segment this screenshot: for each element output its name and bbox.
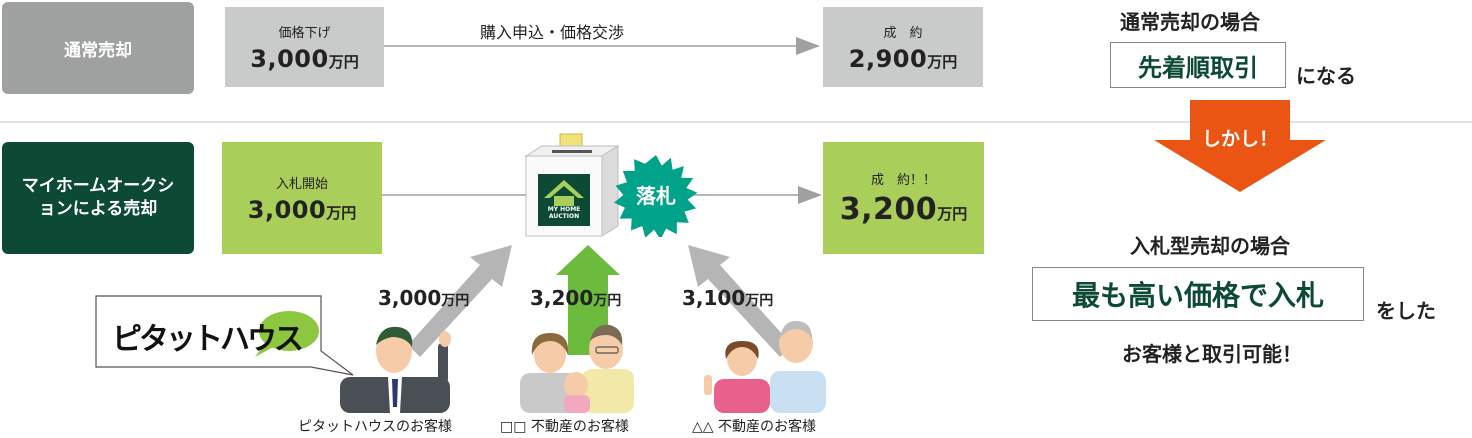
normal-end-caption: 成 約	[883, 25, 923, 41]
family-icon	[520, 324, 634, 413]
normal-start-caption: 価格下げ	[278, 25, 331, 41]
normal-flow-text: 購入申込・価格交渉	[480, 23, 625, 42]
bid-price-3-unit: 万円	[745, 293, 774, 309]
auction-sale-label: マイホームオークションによる売却	[2, 142, 194, 254]
bubble-logo-text: ピタットハウス	[112, 322, 304, 357]
senior-couple-icon	[704, 321, 826, 413]
auction-start-price-box: 入札開始 3,000万円	[222, 142, 382, 254]
ballot-box-icon	[524, 133, 620, 237]
normal-end-unit: 万円	[927, 52, 958, 71]
customer-caption-1: ピタットハウスのお客様	[298, 419, 452, 435]
ballot-box-logo: MY HOME AUCTION	[538, 206, 590, 220]
customer-caption-2: □□ 不動産のお客様	[500, 419, 629, 435]
highest-bid-box: 最も高い価格で入札	[1032, 267, 1364, 321]
customer-caption-3: △△ 不動産のお客様	[692, 419, 816, 435]
bid-price-3: 3,100万円	[682, 286, 773, 310]
logo-line1: MY HOME	[547, 206, 581, 213]
won-badge-text: 落札	[636, 184, 676, 208]
bid-price-1-unit: 万円	[441, 293, 470, 309]
businessman-icon	[340, 326, 451, 413]
auction-start-caption: 入札開始	[275, 176, 328, 192]
section-divider	[0, 121, 1472, 123]
normal-start-price: 3,000	[250, 44, 329, 73]
however-label: しかし！	[1201, 128, 1278, 150]
auction-flow-arrow-right	[690, 186, 822, 204]
bid-price-3-value: 3,100	[682, 286, 746, 310]
right-heading-auction: 入札型売却の場合	[1130, 234, 1290, 258]
won-badge-icon	[614, 155, 698, 237]
first-come-box: 先着順取引	[1110, 42, 1286, 88]
normal-end-price-box: 成 約 2,900万円	[823, 7, 983, 87]
auction-start-price: 3,000	[247, 195, 327, 224]
auction-end-price-box: 成 約！！ 3,200万円	[823, 142, 984, 254]
auction-end-unit: 万円	[937, 205, 968, 223]
bid-price-2: 3,200万円	[530, 286, 621, 310]
right-suffix-2: をした	[1376, 299, 1436, 323]
bid-price-2-value: 3,200	[530, 286, 594, 310]
normal-end-price: 2,900	[848, 44, 928, 73]
auction-end-caption: 成 約！！	[870, 173, 936, 188]
bid-arrow-left	[408, 245, 512, 357]
logo-line2: AUCTION	[548, 212, 580, 220]
bid-price-2-unit: 万円	[593, 293, 622, 309]
bid-arrow-right	[688, 245, 792, 357]
right-suffix-1: になる	[1296, 64, 1356, 88]
normal-flow-arrow	[384, 37, 820, 55]
bid-price-1-value: 3,000	[378, 286, 442, 310]
bid-price-1: 3,000万円	[378, 286, 469, 310]
normal-sale-label: 通常売却	[2, 2, 194, 94]
auction-flow-line-left	[382, 194, 527, 196]
right-footer: お客様と取引可能！	[1122, 342, 1302, 366]
normal-start-unit: 万円	[328, 52, 359, 71]
normal-start-price-box: 価格下げ 3,000万円	[225, 7, 384, 87]
auction-start-unit: 万円	[326, 203, 357, 222]
down-arrow-icon	[1154, 100, 1326, 192]
bid-arrows	[408, 245, 792, 357]
right-heading-normal: 通常売却の場合	[1120, 10, 1260, 34]
speech-bubble	[95, 295, 354, 376]
auction-end-price: 3,200	[839, 192, 938, 227]
